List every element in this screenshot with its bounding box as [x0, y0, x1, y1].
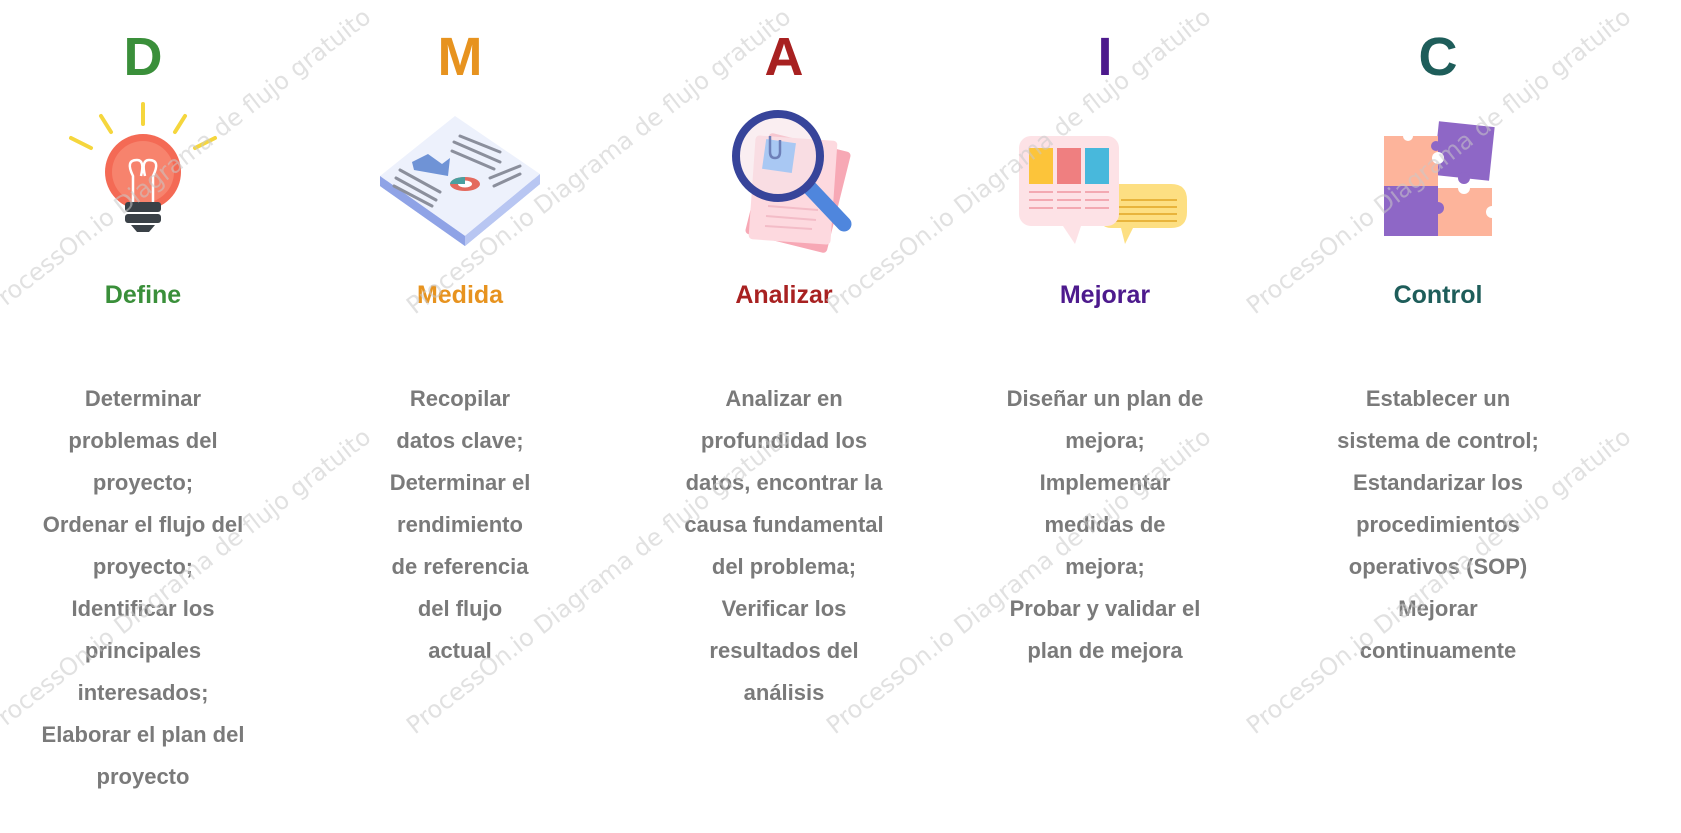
desc-line: Estandarizar los	[1353, 470, 1523, 495]
desc-line: plan de mejora	[1027, 638, 1183, 663]
desc-line: Mejorar	[1398, 596, 1478, 621]
step-description: Establecer un sistema de control; Estand…	[1318, 378, 1558, 672]
step-title: Medida	[416, 281, 504, 309]
desc-line: operativos (SOP)	[1348, 554, 1528, 579]
desc-line: proyecto	[96, 764, 190, 789]
step-title: Define	[104, 281, 182, 309]
puzzle-icon	[1384, 121, 1498, 236]
step-letter: M	[437, 27, 483, 87]
desc-line: Elaborar el plan del	[41, 722, 245, 747]
desc-line: causa fundamental	[684, 512, 884, 537]
step-letter: D	[123, 27, 163, 87]
step-title: Analizar	[735, 281, 833, 309]
document-report-icon	[380, 116, 540, 246]
desc-line: medidas de	[1044, 512, 1166, 537]
desc-line: del flujo	[417, 596, 503, 621]
desc-line: procedimientos	[1356, 512, 1520, 537]
desc-line: proyecto;	[92, 470, 194, 495]
desc-line: Analizar en	[725, 386, 843, 411]
step-letter: C	[1418, 27, 1458, 87]
desc-line: principales	[84, 638, 202, 663]
desc-line: Identificar los	[71, 596, 215, 621]
step-description: Diseñar un plan de mejora; Implementar m…	[985, 378, 1225, 672]
desc-line: rendimiento	[397, 512, 523, 537]
desc-line: proyecto;	[92, 554, 194, 579]
desc-line: Establecer un	[1365, 386, 1511, 411]
desc-line: actual	[428, 638, 492, 663]
desc-line: análisis	[743, 680, 825, 705]
desc-line: Recopilar	[409, 386, 511, 411]
desc-line: Ordenar el flujo del	[42, 512, 244, 537]
desc-line: interesados;	[77, 680, 209, 705]
desc-line: Diseñar un plan de	[1006, 386, 1204, 411]
step-description: Determinar problemas del proyecto; Orden…	[23, 378, 263, 798]
step-description: Analizar en profundidad los datos, encon…	[664, 378, 904, 714]
desc-line: profundidad los	[700, 428, 868, 453]
desc-line: mejora;	[1065, 428, 1145, 453]
desc-line: problemas del	[68, 428, 218, 453]
desc-line: Implementar	[1039, 470, 1171, 495]
step-letter: A	[764, 27, 804, 87]
desc-line: continuamente	[1359, 638, 1517, 663]
desc-line: Determinar	[84, 386, 202, 411]
step-letter: I	[1097, 27, 1113, 87]
desc-line: Verificar los	[721, 596, 847, 621]
desc-line: datos, encontrar la	[685, 470, 883, 495]
magnifier-icon	[732, 110, 852, 253]
lightbulb-icon	[69, 102, 217, 232]
desc-line: de referencia	[391, 554, 529, 579]
step-title: Mejorar	[1059, 281, 1151, 309]
desc-line: resultados del	[709, 638, 859, 663]
desc-line: mejora;	[1065, 554, 1145, 579]
step-description: Recopilar datos clave; Determinar el ren…	[340, 378, 580, 672]
desc-line: del problema;	[711, 554, 857, 579]
desc-line: sistema de control;	[1337, 428, 1539, 453]
chat-board-icon	[1019, 136, 1187, 244]
desc-line: datos clave;	[396, 428, 524, 453]
step-title: Control	[1393, 281, 1483, 309]
desc-line: Determinar el	[389, 470, 531, 495]
desc-line: Probar y validar el	[1009, 596, 1201, 621]
